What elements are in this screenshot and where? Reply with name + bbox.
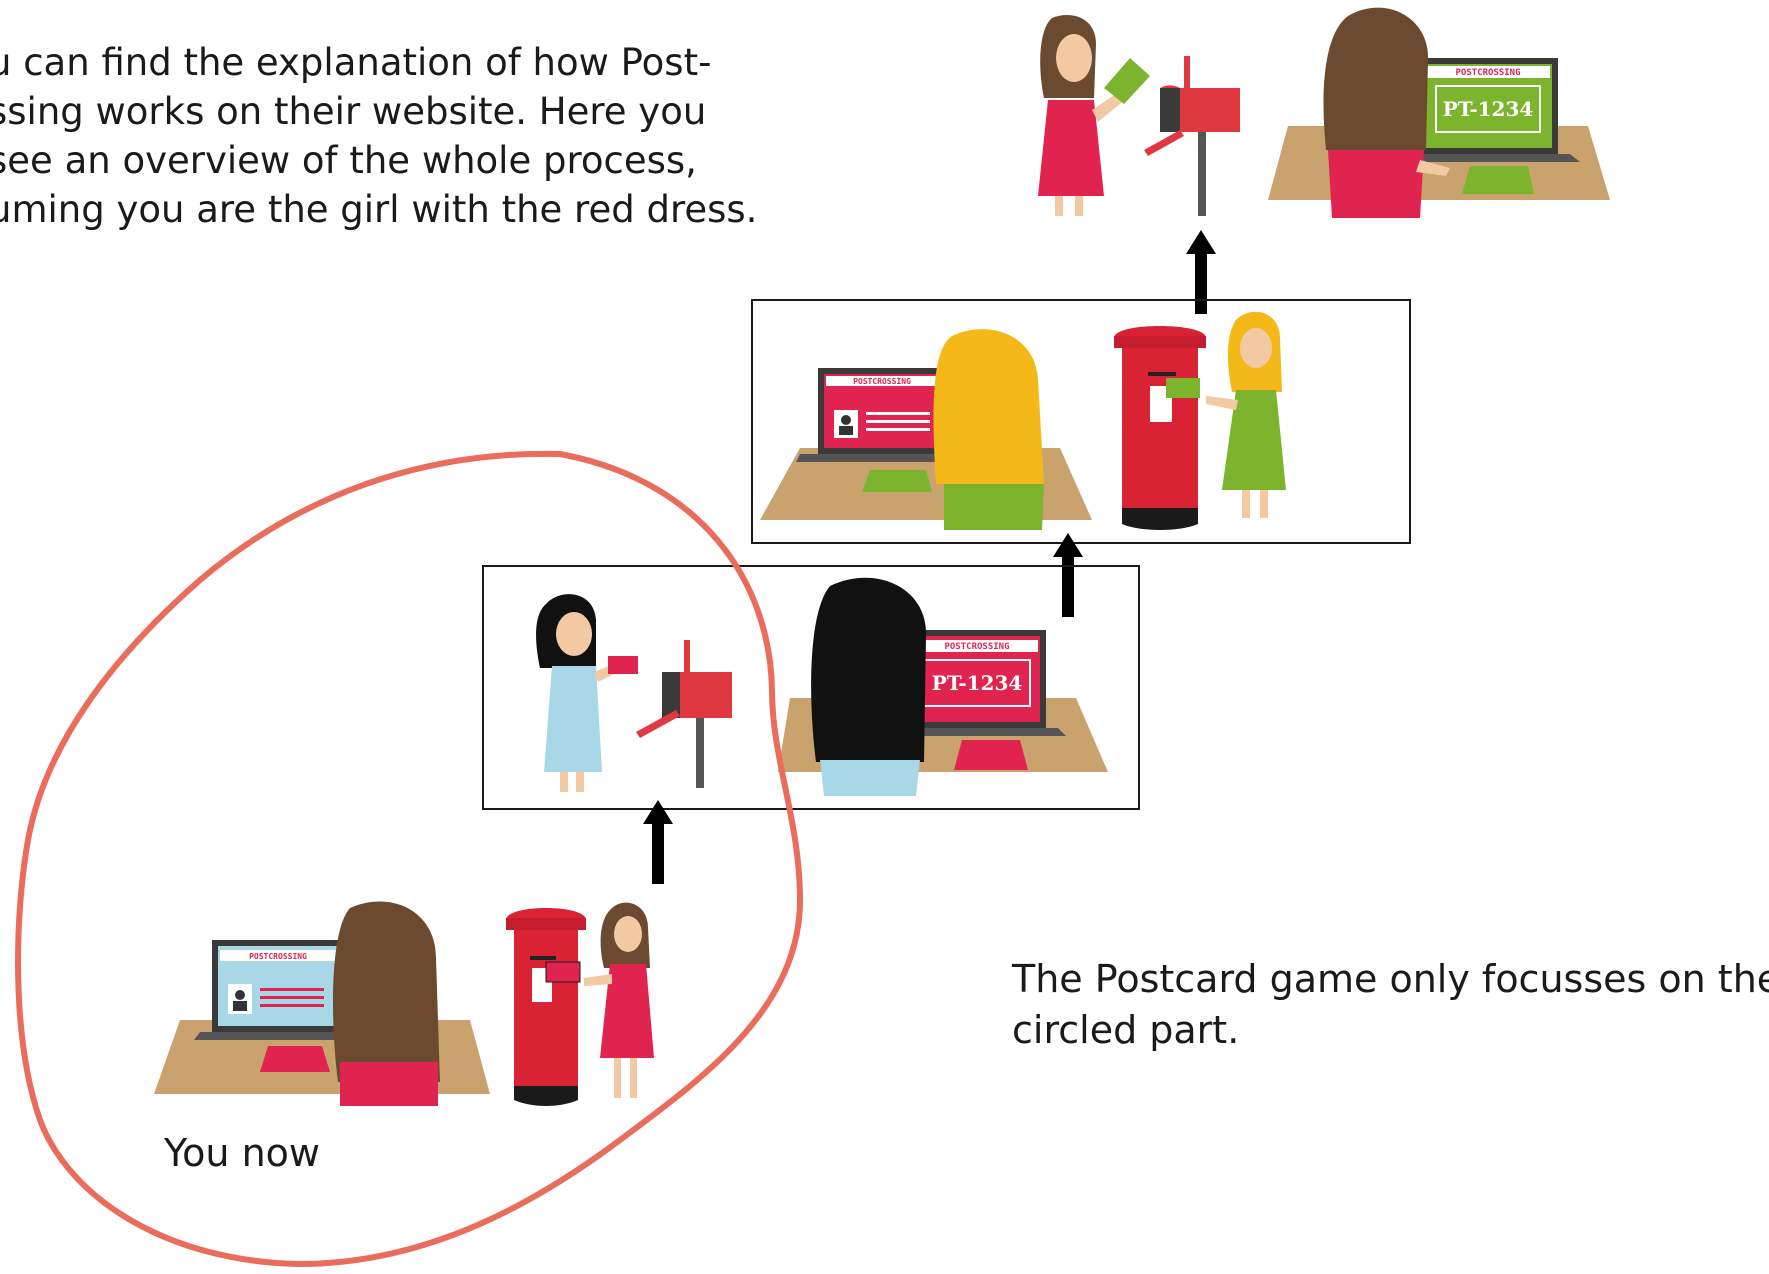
panel-step-2 xyxy=(482,565,1140,810)
arrow-up-1 xyxy=(643,800,673,884)
you-now-label: You now xyxy=(164,1131,320,1175)
desk-scene-recipient: POSTCROSSING PT-1234 xyxy=(1268,7,1610,218)
screen-logo: POSTCROSSING xyxy=(1455,68,1520,78)
game-note-line-2: circled part. xyxy=(1012,1008,1240,1052)
red-postcard-panel2 xyxy=(608,656,638,674)
mailbox-panel2 xyxy=(636,640,732,788)
girl-green-dress xyxy=(1206,311,1286,518)
intro-line-1: u can find the explanation of how Post- xyxy=(0,41,712,84)
intro-line-4: uming you are the girl with the red dres… xyxy=(0,188,758,231)
game-note-text: The Postcard game only focusses on the c… xyxy=(1012,954,1769,1056)
step-recipient-registers: POSTCROSSING PT-1234 xyxy=(1038,7,1610,218)
screen-postcard-id-panel2: PT-1234 xyxy=(932,671,1023,695)
red-postcard-you-now xyxy=(545,961,581,983)
screen-logo-you-now: POSTCROSSING xyxy=(249,952,307,961)
arrow-up-3 xyxy=(1186,230,1216,314)
intro-line-2: ssing works on their website. Here you xyxy=(0,90,707,133)
step-you-now: POSTCROSSING xyxy=(154,901,490,1106)
screen-logo-panel2: POSTCROSSING xyxy=(944,642,1009,652)
pillar-box-panel3 xyxy=(1114,326,1206,530)
panel-step-3 xyxy=(751,299,1411,544)
green-postcard xyxy=(1104,58,1150,104)
intro-line-3: see an overview of the whole process, xyxy=(0,139,697,182)
pillar-box-you-now xyxy=(506,908,586,1106)
girl-red-dress-you-now xyxy=(584,902,654,1098)
screen-postcard-id: PT-1234 xyxy=(1443,97,1534,121)
intro-text: u can find the explanation of how Post- … xyxy=(0,38,788,234)
mailbox xyxy=(1144,56,1240,216)
girl-blue-dress xyxy=(536,594,626,792)
green-postcard-panel3 xyxy=(1166,378,1200,398)
desk-scene-panel2: POSTCROSSING PT-1234 xyxy=(778,577,1108,796)
game-note-line-1: The Postcard game only focusses on the xyxy=(1012,957,1769,1001)
circled-part-outline xyxy=(15,450,803,1267)
girl-red-dress-receiving xyxy=(1038,15,1132,216)
step-yellow-hair-sends: POSTCROSSING xyxy=(760,329,1092,530)
arrow-up-2 xyxy=(1053,533,1083,617)
screen-logo-panel3: POSTCROSSING xyxy=(853,377,911,386)
